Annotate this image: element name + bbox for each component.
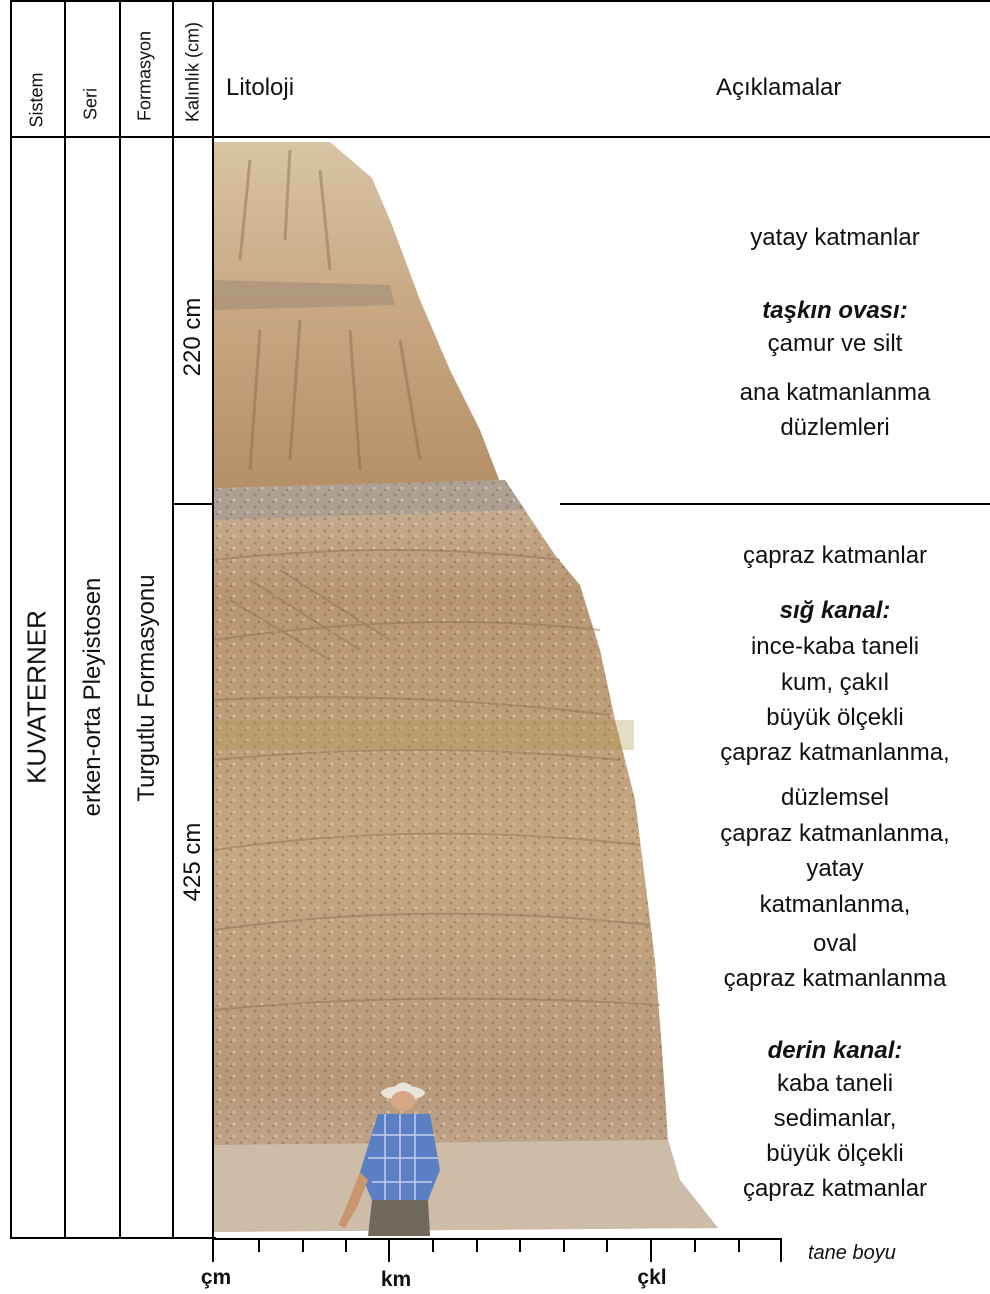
unit2-facies-line-4: çapraz katmanlanma,: [680, 737, 990, 768]
unit2-facies2-line-2: sedimanlar,: [680, 1103, 990, 1134]
tick-minor: [258, 1240, 260, 1252]
tick-ckl: [650, 1240, 652, 1262]
unit2-facies-line-6: çapraz katmanlanma,: [680, 818, 990, 849]
tick-minor: [432, 1240, 434, 1252]
unit2-facies2-line-1: kaba taneli: [680, 1068, 990, 1099]
grain-label-cm: çm: [201, 1266, 231, 1290]
tick-cm: [212, 1240, 214, 1262]
tick-minor: [606, 1240, 608, 1252]
grain-label-km: km: [381, 1268, 411, 1292]
unit2-facies-title: sığ kanal:: [680, 595, 990, 626]
unit2-note: çapraz katmanlar: [680, 540, 990, 571]
tick-end: [780, 1240, 782, 1262]
grain-label-ckl: çkl: [637, 1266, 666, 1290]
tick-minor: [694, 1240, 696, 1252]
unit2-facies-line-2: kum, çakıl: [680, 667, 990, 698]
tick-minor: [302, 1240, 304, 1252]
unit2-facies-line-3: büyük ölçekli: [680, 702, 990, 733]
unit2-facies2-title: derin kanal:: [680, 1035, 990, 1066]
unit1-facies-line-1: çamur ve silt: [680, 328, 990, 359]
tick-minor: [563, 1240, 565, 1252]
tick-minor: [519, 1240, 521, 1252]
grain-axis-title: tane boyu: [808, 1242, 896, 1265]
unit2-facies2-line-4: çapraz katmanlar: [680, 1173, 990, 1204]
tick-km: [388, 1240, 390, 1262]
grain-axis-line: [212, 1238, 782, 1240]
unit1-facies-title: taşkın ovası:: [680, 295, 990, 326]
tick-minor: [476, 1240, 478, 1252]
unit2-facies-line-9: oval: [680, 928, 990, 959]
unit2-facies-line-1: ince-kaba taneli: [680, 631, 990, 662]
unit2-facies-line-7: yatay: [680, 853, 990, 884]
unit1-facies-line-3: düzlemleri: [680, 412, 990, 443]
unit2-facies-line-5: düzlemsel: [680, 782, 990, 813]
tick-minor: [345, 1240, 347, 1252]
unit2-facies-line-10: çapraz katmanlanma: [680, 963, 990, 994]
unit2-facies-line-8: katmanlanma,: [680, 889, 990, 920]
unit1-note: yatay katmanlar: [680, 222, 990, 253]
unit2-facies2-line-3: büyük ölçekli: [680, 1138, 990, 1169]
tick-minor: [738, 1240, 740, 1252]
unit1-facies-line-2: ana katmanlanma: [680, 377, 990, 408]
